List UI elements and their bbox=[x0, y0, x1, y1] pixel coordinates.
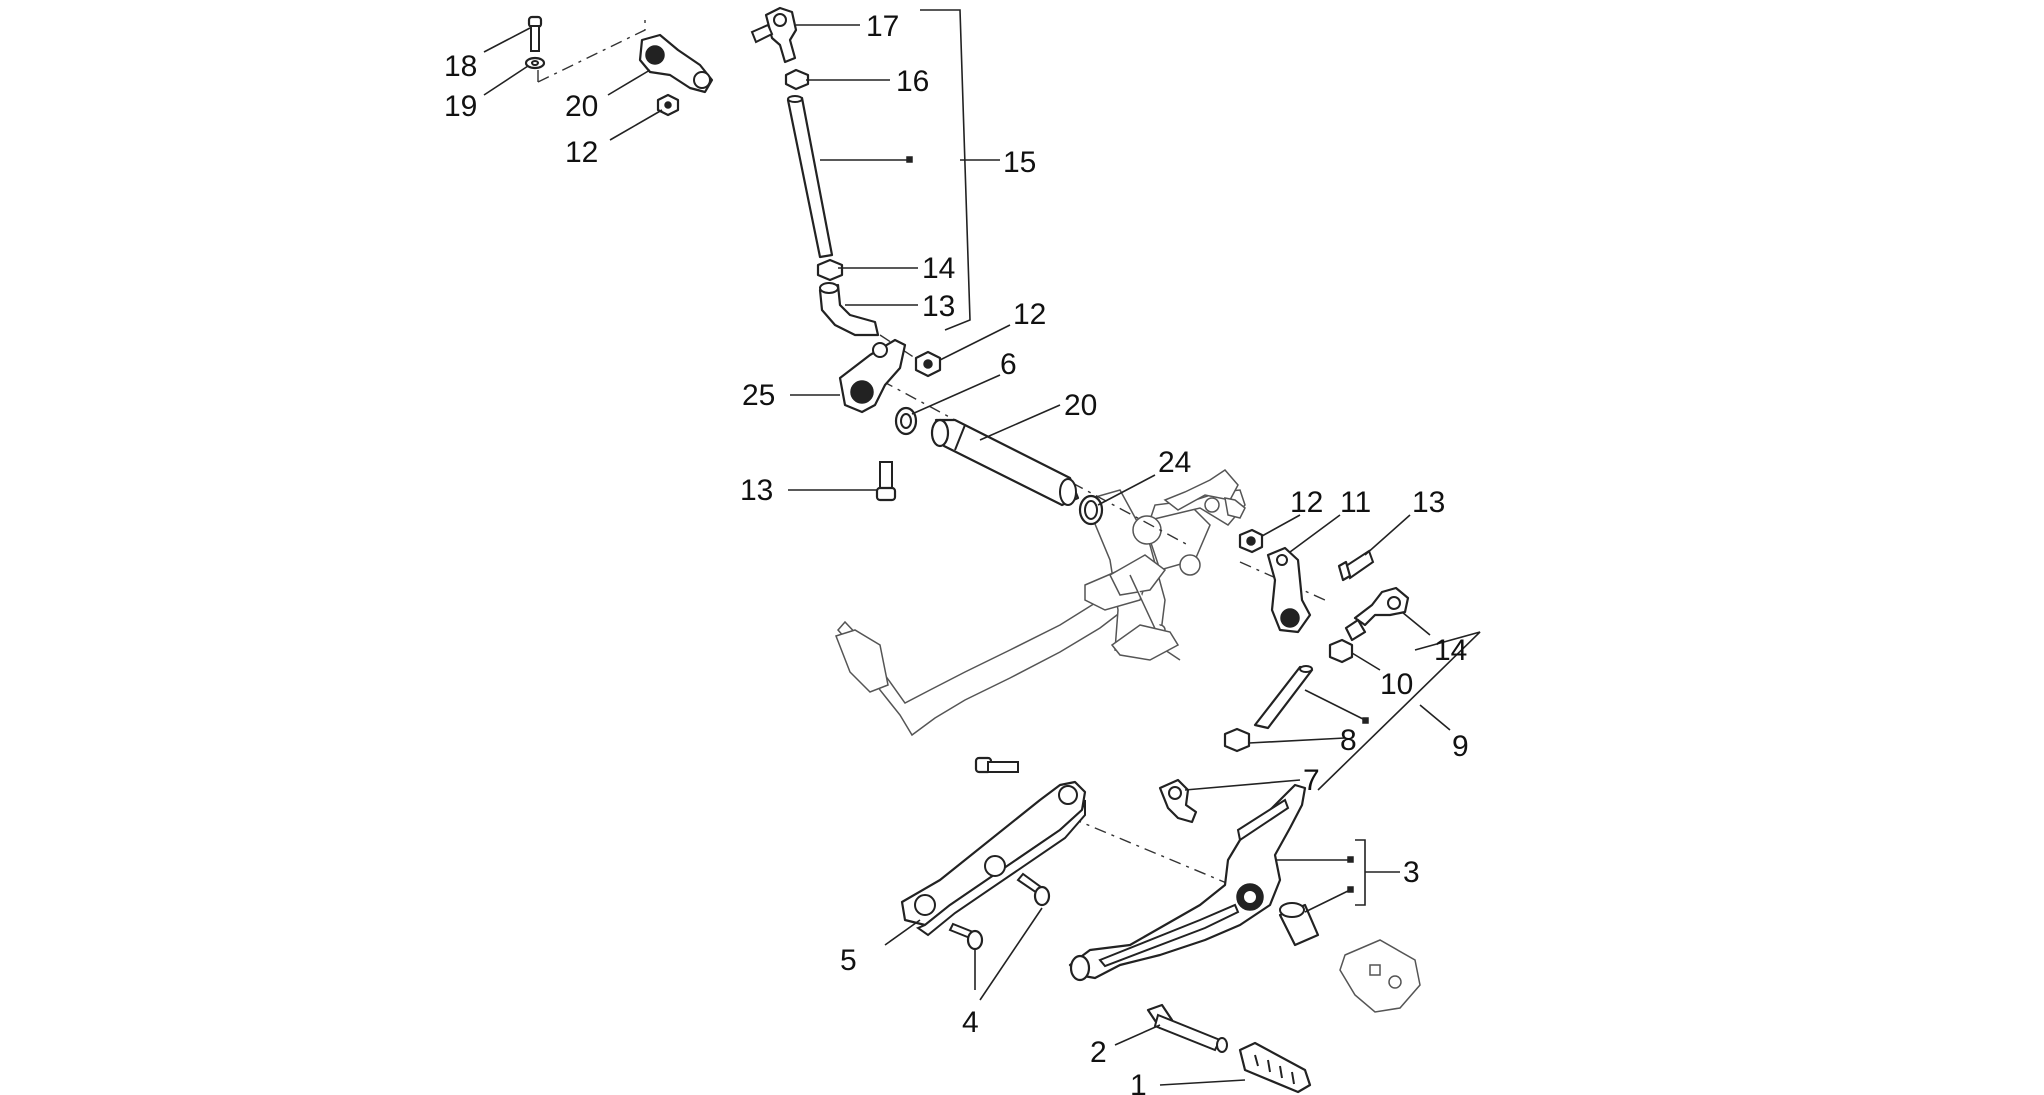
label-20: 17 bbox=[866, 10, 899, 43]
part-6-washer bbox=[894, 406, 918, 436]
part-5-bracket bbox=[900, 780, 1087, 937]
label-25: 25 bbox=[742, 379, 775, 412]
label-13-right: 13 bbox=[1412, 486, 1445, 519]
part-18-rod bbox=[786, 95, 834, 259]
part-20-ball-joint bbox=[750, 6, 798, 64]
part-clamp-assembly bbox=[1339, 939, 1421, 1013]
part-12-nut-middle bbox=[914, 350, 942, 378]
part-21-bolt bbox=[527, 15, 543, 52]
part-11-lever bbox=[1266, 546, 1312, 634]
part-13-bolt-left bbox=[875, 461, 897, 502]
label-19: 16 bbox=[896, 65, 929, 98]
part-1-peg bbox=[1238, 1041, 1312, 1094]
label-15: 20 bbox=[1064, 389, 1097, 422]
label-12-middle: 12 bbox=[1013, 298, 1046, 331]
label-5: 5 bbox=[840, 944, 857, 977]
part-8-nut bbox=[1223, 727, 1251, 753]
part-5-bolt-top bbox=[974, 756, 1019, 774]
part-17-nut bbox=[816, 258, 844, 282]
label-1: 1 bbox=[1130, 1069, 1147, 1095]
label-18: 15 bbox=[1003, 146, 1036, 179]
part-10-nut bbox=[1328, 638, 1354, 664]
label-12-top: 12 bbox=[565, 136, 598, 169]
part-25-lever bbox=[838, 338, 907, 414]
part-22-washer bbox=[524, 56, 546, 70]
part-12-nut-right bbox=[1238, 528, 1264, 554]
part-3-pedal bbox=[1068, 783, 1307, 982]
part-2-pivot-pin bbox=[1146, 1003, 1228, 1053]
part-7-rod-end bbox=[1158, 778, 1198, 824]
label-16: 13 bbox=[922, 290, 955, 323]
part-19-nut bbox=[784, 68, 810, 91]
label-13-left: 13 bbox=[740, 474, 773, 507]
callout-labels: 18 19 20 12 17 16 15 14 13 12 25 6 20 13… bbox=[444, 10, 1469, 1095]
label-3: 3 bbox=[1403, 856, 1420, 889]
part-8-rod bbox=[1253, 665, 1314, 730]
label-21: 18 bbox=[444, 50, 477, 83]
part-12-nut-top bbox=[656, 93, 680, 117]
assembly-centerlines bbox=[537, 20, 1326, 893]
part-15-shaft bbox=[930, 418, 1080, 507]
part-4-bolts bbox=[948, 872, 1051, 951]
label-14: 14 bbox=[1434, 634, 1467, 667]
part-14-rod-end bbox=[1344, 586, 1410, 642]
leader-lines bbox=[483, 9, 1481, 1086]
part-13-bolt-right bbox=[1337, 549, 1375, 582]
label-12-right: 12 bbox=[1290, 486, 1323, 519]
part-24-ring bbox=[1078, 494, 1104, 526]
label-6: 6 bbox=[1000, 348, 1017, 381]
part-3-bushing bbox=[1278, 902, 1320, 947]
label-8: 8 bbox=[1340, 724, 1357, 757]
label-17: 14 bbox=[922, 252, 955, 285]
label-4: 4 bbox=[962, 1006, 979, 1039]
label-7: 7 bbox=[1303, 764, 1320, 797]
part-16-rod-end bbox=[818, 282, 880, 337]
label-10: 10 bbox=[1380, 668, 1413, 701]
label-9: 9 bbox=[1452, 730, 1469, 763]
label-2: 2 bbox=[1090, 1036, 1107, 1069]
label-23: 20 bbox=[565, 90, 598, 123]
frame-bracket bbox=[835, 469, 1246, 737]
label-22: 19 bbox=[444, 90, 477, 123]
label-24: 24 bbox=[1158, 446, 1191, 479]
label-11: 11 bbox=[1340, 486, 1371, 519]
part-23-lever bbox=[638, 33, 714, 94]
